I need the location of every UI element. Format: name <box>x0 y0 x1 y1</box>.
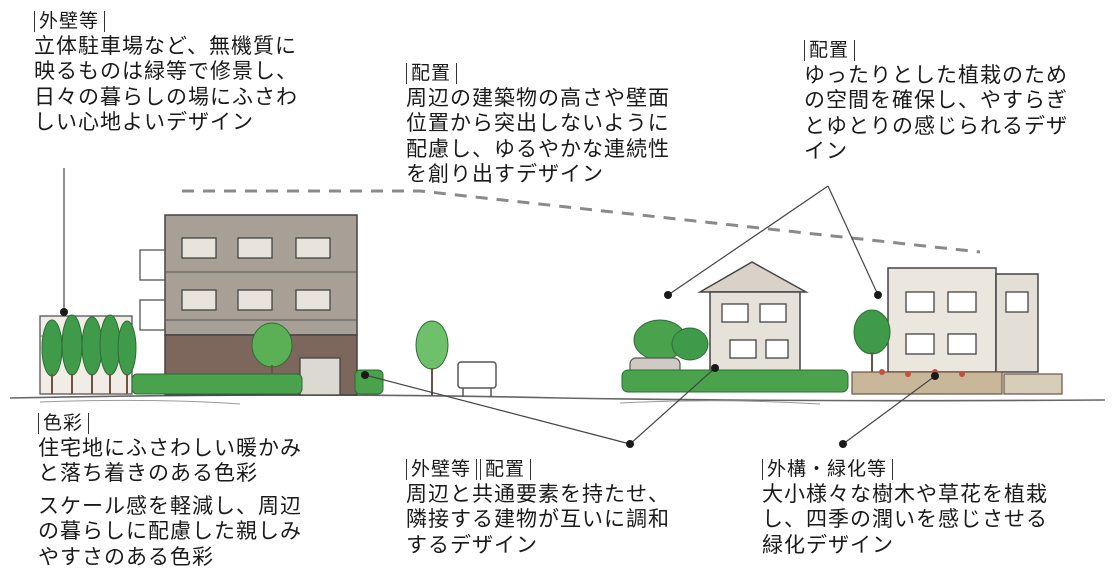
annotation-line: 位置から突出しないように <box>406 111 670 136</box>
annotation-line: イン <box>804 139 848 164</box>
leader-lines <box>63 168 936 445</box>
middle-hedge <box>621 369 849 393</box>
annotation-line: 緑化デザイン <box>762 532 894 557</box>
annotation-color: 色彩 住宅地にふさわしい暖かみ と落ち着きのある色彩 スケール感を軽減し、周辺 … <box>38 410 302 571</box>
annotation-line: 大小様々な樹木や草花を植栽 <box>762 481 1048 506</box>
right-garden-wall <box>851 369 1063 395</box>
annotation-line: し、四季の潤いを感じさせる <box>762 507 1048 532</box>
small-hedge <box>354 369 384 395</box>
annotation-line: ゆったりとした植栽のため <box>804 62 1068 87</box>
annotation-exterior-greening: 外構・緑化等 大小様々な樹木や草花を植栽 し、四季の潤いを感じさせる 緑化デザイ… <box>762 456 1048 558</box>
tag-label: 配置 <box>406 63 458 84</box>
annotation-outer-wall: 外壁等 立体駐車場など、無機質に 映るものは緑等で修景し、 日々の暮らしの場にふ… <box>34 8 298 136</box>
tag-label: 配置 <box>804 40 856 61</box>
annotation-wall-layout: 外壁等配置 周辺と共通要素を持たせ、 隣接する建物が互いに調和 するデザイン <box>406 456 670 558</box>
left-tree-row <box>41 314 137 394</box>
tag-label: 外構・緑化等 <box>762 459 894 480</box>
annotation-layout-center: 配置 周辺の建築物の高さや壁面 位置から突出しないように 配慮し、ゆるやかな連続… <box>406 60 670 188</box>
annotation-line: 隣接する建物が互いに調和 <box>406 507 670 532</box>
annotation-line: 配慮し、ゆるやかな連続性 <box>406 136 670 161</box>
annotation-line: やすさのある色彩 <box>38 545 214 570</box>
left-apartment-building <box>139 214 358 396</box>
left-hedge <box>131 373 303 395</box>
annotation-line: 映るものは緑等で修景し、 <box>34 59 298 84</box>
tag-label: 色彩 <box>38 413 90 434</box>
tag-label: 配置 <box>480 459 532 480</box>
right-apartment-building <box>887 267 1039 373</box>
ground-shading <box>39 399 821 405</box>
annotation-line: と落ち着きのある色彩 <box>38 461 258 486</box>
height-guide-dashed-line <box>182 189 981 254</box>
middle-house <box>697 261 809 373</box>
annotation-line: とゆとりの感じられるデザ <box>804 113 1068 138</box>
annotation-line: しい心地よいデザイン <box>34 110 254 135</box>
annotation-line: の暮らしに配慮した親しみ <box>38 519 302 544</box>
ground-line <box>9 394 1106 402</box>
annotation-line: 住宅地にふさわしい暖かみ <box>38 435 302 460</box>
annotation-line: の空間を確保し、やすらぎ <box>804 88 1068 113</box>
annotation-line: 周辺の建築物の高さや壁面 <box>406 85 670 110</box>
leader-dots <box>60 291 939 448</box>
tag-label: 外壁等 <box>406 459 478 480</box>
annotation-line: 周辺と共通要素を持たせ、 <box>406 481 670 506</box>
street-tree <box>415 320 449 396</box>
annotation-line: するデザイン <box>406 532 538 557</box>
annotation-layout-right: 配置 ゆったりとした植栽のため の空間を確保し、やすらぎ とゆとりの感じられるデ… <box>804 37 1068 165</box>
middle-trees <box>633 319 709 361</box>
right-building-tree <box>853 309 891 380</box>
annotation-line: 日々の暮らしの場にふさわ <box>34 84 298 109</box>
annotation-line: を創り出すデザイン <box>406 162 604 187</box>
tag-label: 外壁等 <box>34 11 106 32</box>
annotation-line: 立体駐車場など、無機質に <box>34 33 297 58</box>
annotation-line: スケール感を軽減し、周辺 <box>38 493 302 518</box>
street-sign-board <box>457 361 497 397</box>
